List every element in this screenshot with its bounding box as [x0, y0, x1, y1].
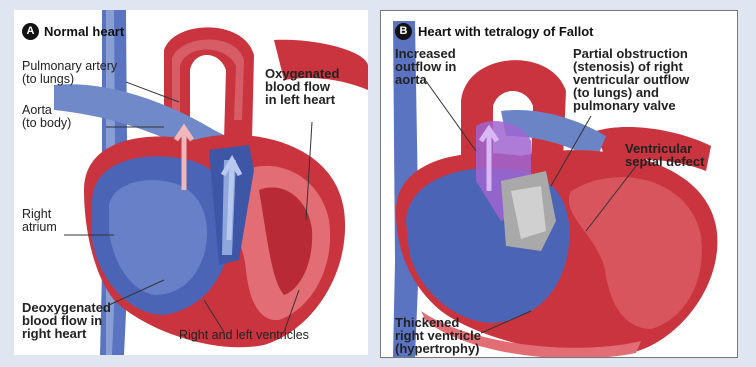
label-right-atrium: Right atrium: [22, 208, 57, 234]
label-pulmonary-artery: Pulmonary artery (to lungs): [22, 60, 117, 86]
panel-normal-heart: A Normal heart Pulmonary artery (to lung…: [14, 10, 368, 355]
badge-b: B: [395, 23, 412, 40]
label-aorta: Aorta (to body): [22, 104, 71, 130]
label-deoxygenated-flow: Deoxygenated blood flow in right heart: [22, 301, 111, 340]
panel-tetralogy-of-fallot: B Heart with tetralogy of Fallot Increas…: [380, 10, 738, 358]
label-partial-obstruction: Partial obstruction (stenosis) of right …: [573, 47, 689, 112]
label-septal-defect: Ventricular septal defect: [625, 142, 704, 168]
panel-a-title: Normal heart: [44, 24, 124, 39]
label-ventricles: Right and left ventricles: [179, 329, 309, 342]
badge-a: A: [22, 23, 39, 40]
label-oxygenated-flow: Oxygenated blood flow in left heart: [265, 67, 339, 106]
label-increased-outflow: Increased outflow in aorta: [395, 47, 456, 86]
panel-b-title: Heart with tetralogy of Fallot: [418, 24, 594, 39]
label-thickened-ventricle: Thickened right ventricle (hypertrophy): [395, 316, 481, 355]
